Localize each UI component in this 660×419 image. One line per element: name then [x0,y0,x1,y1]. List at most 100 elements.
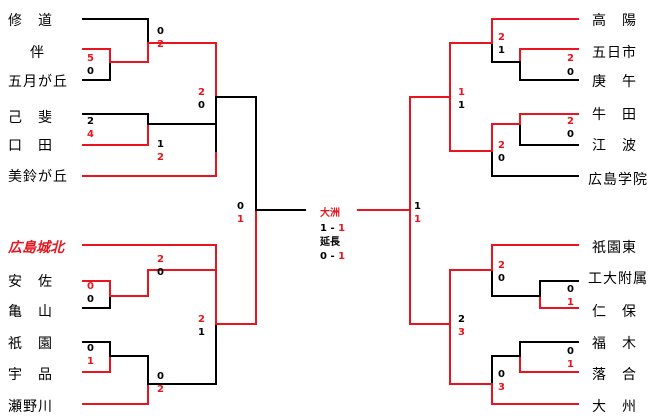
bracket-line-15 [109,269,149,297]
final-extra-label: 延長 [320,237,340,248]
score-l-r1-b-bottom: 0 [87,66,94,77]
bracket-line-37 [539,295,579,309]
score-l-r1-c-top: 2 [87,116,94,127]
score-r-r3-b-bottom: 3 [458,327,465,338]
team-left-5: 口 田 [8,138,53,154]
bracket-line-35 [491,244,579,271]
score-r-r1-d-top: 0 [567,346,574,357]
score-l-r3-b-bottom: 1 [198,327,205,338]
score-r-r2-a-bottom: 1 [498,45,505,56]
score-l-r2-a-top: 2 [198,87,205,98]
bracket-line-30 [519,123,579,146]
bracket-line-18 [82,341,111,357]
score-l-r1-a-bottom: 2 [157,39,164,50]
team-right-3: 庚 午 [592,74,637,90]
final-score-extra-left: 0 [320,251,327,262]
score-l-r3-b-top: 2 [198,314,205,325]
score-l-r1-e-top: 0 [87,343,94,354]
score-r-r3-a-bottom: 1 [458,100,465,111]
bracket-line-27 [491,42,521,63]
bracket-line-39 [449,269,493,325]
bracket-line-23 [215,209,257,325]
score-l-sf-bottom: 1 [237,214,244,225]
score-r-r2-c-bottom: 0 [498,273,505,284]
team-right-4: 牛 田 [592,107,637,123]
bracket-line-7 [82,123,149,146]
team-right-12: 大 州 [592,399,637,415]
score-r-r1-d-bottom: 1 [567,359,574,370]
score-l-r1-e-bottom: 1 [87,356,94,367]
bracket-line-10 [215,96,257,211]
bracket-line-19 [82,355,111,373]
bracket-line-26 [519,61,579,81]
bracket-line-29 [519,113,579,125]
score-r-r1-b-top: 2 [567,116,574,127]
final-score-extra: 0 - 1 [320,251,345,263]
team-right-9: 仁 保 [592,304,637,320]
team-left-11: 宇 品 [8,367,53,383]
score-r-r2-c-top: 2 [498,260,505,271]
team-left-8: 安 佐 [8,274,53,290]
bracket-line-5 [147,42,217,98]
team-right-11: 落 合 [592,367,637,383]
team-left-3: 五月が丘 [8,74,68,90]
score-r-r1-b-bottom: 0 [567,129,574,140]
team-right-2: 五日市 [592,45,637,61]
bracket-line-20 [109,355,149,385]
score-l-r2-c-top: 2 [157,254,164,265]
bracket-line-13 [82,280,111,297]
score-l-r1-a-top: 0 [157,26,164,37]
bracket-line-21 [82,383,149,405]
bracket-line-36 [539,280,579,297]
score-l-r2-c-bottom: 0 [157,267,164,278]
score-r-r1-c-top: 0 [567,284,574,295]
final-score-regular-right: 1 [338,223,346,234]
final-score-extra-right: 1 [338,251,346,262]
team-left-7: 広島城北 [8,240,64,256]
team-left-12: 瀬野川 [8,399,53,415]
score-r-r3-a-top: 1 [458,87,465,98]
score-l-r1-d-top: 0 [87,281,94,292]
final-score-regular-left: 1 [320,223,327,234]
bracket-line-25 [519,48,579,63]
team-left-9: 亀 山 [8,304,53,320]
team-right-7: 祇園東 [592,240,637,256]
bracket-line-31 [491,123,521,152]
team-left-4: 己 斐 [8,110,53,126]
bracket-line-28 [449,42,493,98]
score-r-r2-b-bottom: 0 [498,153,505,164]
score-r-sf-bottom: 1 [414,214,421,225]
score-l-r2-d-top: 0 [157,371,164,382]
bracket-line-32 [491,150,579,177]
bracket-line-2 [82,48,111,63]
champion-name: 大洲 [320,208,340,219]
score-r-r2-d-bottom: 3 [498,382,505,393]
score-r-r1-a-bottom: 0 [567,67,574,78]
bracket-line-3 [82,61,111,81]
score-l-r1-d-bottom: 0 [87,294,94,305]
score-r-r1-a-top: 2 [567,53,574,64]
team-right-8: 工大附属 [588,271,648,287]
bracket-line-41 [519,355,579,373]
team-right-5: 江 波 [592,138,637,154]
score-r-sf-top: 1 [414,201,421,212]
bracket-line-1 [82,18,149,44]
final-score-regular-sep: - [326,223,339,234]
score-l-r1-b-top: 5 [87,53,94,64]
score-l-sf-top: 0 [237,201,244,212]
team-left-10: 祇 園 [8,336,53,352]
bracket-line-43 [491,383,579,405]
team-right-10: 福 木 [592,336,637,352]
final-score-extra-sep: - [326,251,339,262]
bracket-line-42 [491,355,521,385]
bracket-line-33 [449,96,493,152]
bracket-line-14 [82,295,111,309]
team-right-1: 高 陽 [592,13,637,29]
bracket-line-12 [82,244,217,271]
score-l-r2-b-top: 1 [157,139,164,150]
bracket-line-9 [82,150,217,177]
bracket-line-44 [449,323,493,385]
bracket-line-6 [82,113,149,125]
final-score-regular: 1 - 1 [320,223,345,235]
